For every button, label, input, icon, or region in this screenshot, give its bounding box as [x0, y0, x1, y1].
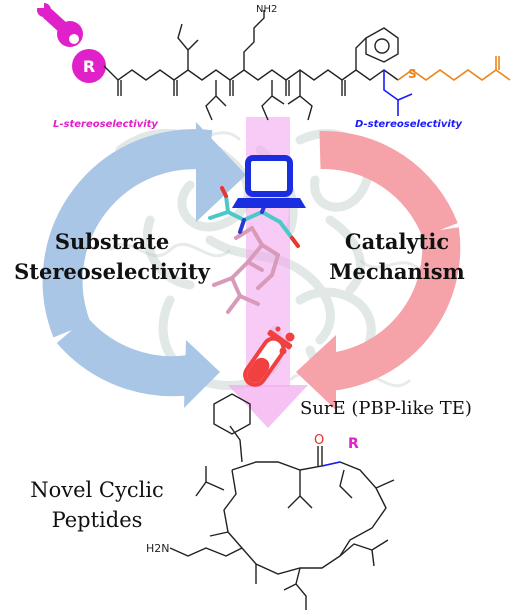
- substrate-peptide-structure: [103, 10, 399, 121]
- d-stereoselectivity-label: D-stereoselectivity: [355, 119, 463, 130]
- nh2-label: NH2: [256, 4, 277, 15]
- substrate-cycle-arrowhead: [196, 122, 246, 222]
- mechanism-label-line1: Catalytic: [345, 229, 449, 254]
- new-amide-bond: [321, 461, 341, 467]
- d-residue-side-chain: [383, 70, 399, 116]
- h2n-label: H2N: [146, 542, 170, 555]
- bubble-icon: [285, 332, 295, 342]
- computer-icon: [232, 155, 306, 208]
- enzyme-label: SurE (PBP-like TE): [300, 398, 472, 419]
- bubble-icon: [279, 347, 287, 355]
- r-group-badge: [72, 49, 106, 83]
- mechanism-label-line2: Mechanism: [329, 259, 465, 284]
- wrench-icon: [36, 2, 83, 47]
- thioester-tail: [397, 69, 497, 81]
- mechanism-cycle-arrow: [319, 130, 458, 238]
- substrate-label-line2: Stereoselectivity: [14, 259, 211, 284]
- substrate-cycle-arrow: [42, 129, 213, 338]
- substrate-label-line1: Substrate: [55, 229, 169, 254]
- workflow-arrowhead: [228, 385, 308, 428]
- cyclic-peptide-structure: [169, 393, 395, 610]
- ligand-sticks: [208, 186, 300, 314]
- mechanism-cycle-arrowhead: [296, 335, 336, 410]
- sulfur-atom-label: S: [408, 67, 417, 81]
- test-tube-icon: [243, 329, 293, 387]
- product-label-line2: Peptides: [52, 508, 143, 532]
- oxygen-atom-label: O: [314, 433, 324, 448]
- r-group-label: R: [83, 57, 95, 76]
- l-stereoselectivity-label: L-stereoselectivity: [53, 119, 158, 130]
- r-group-product-label: R: [348, 436, 359, 452]
- product-label-line1: Novel Cyclic: [30, 478, 164, 502]
